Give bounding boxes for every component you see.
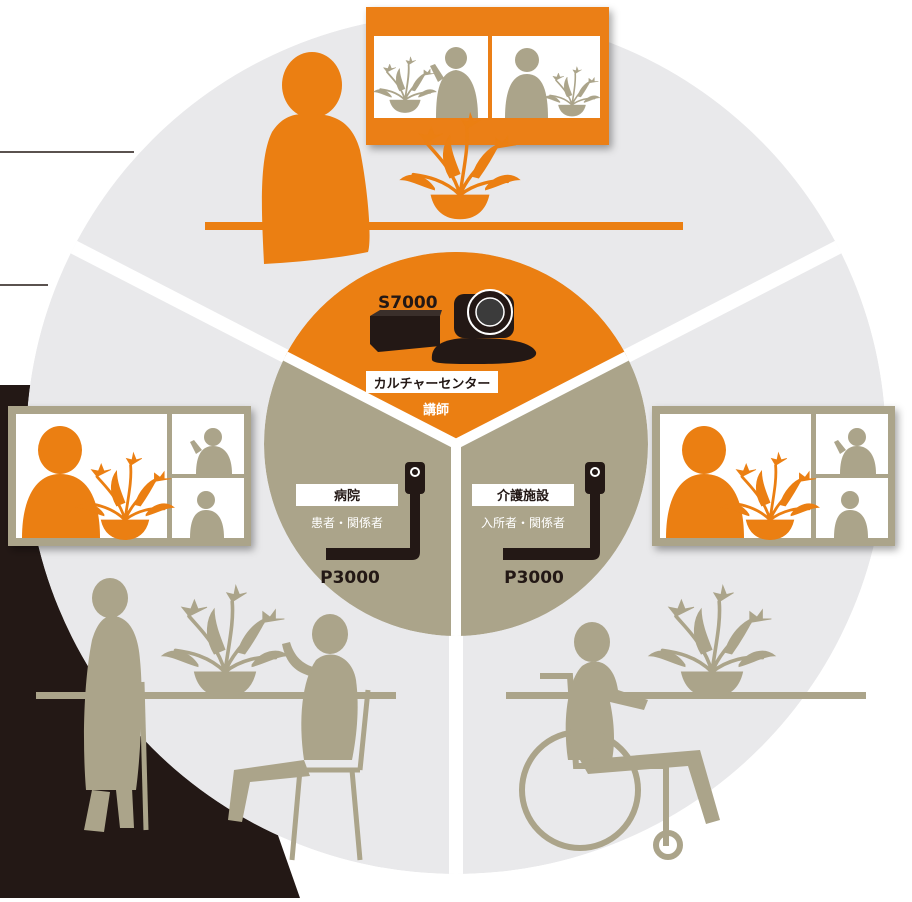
left-screen-thumb-2 xyxy=(190,491,224,538)
hospital-p3000-label: P3000 xyxy=(320,568,380,588)
elderly-with-cane xyxy=(84,578,142,832)
left-screen-thumb-1 xyxy=(190,428,232,474)
culture-center-label: カルチャーセンター xyxy=(374,377,491,392)
top-scene xyxy=(205,7,683,264)
right-screen-main-person xyxy=(666,426,744,538)
hospital-woman-seated xyxy=(228,614,358,822)
chair-icon xyxy=(289,689,371,861)
left-screen-main-person xyxy=(22,426,100,538)
right-desk xyxy=(506,692,866,699)
care-facility-role-label: 入所者・関係者 xyxy=(481,516,565,530)
right-screen-thumb-2 xyxy=(834,491,868,538)
right-scene xyxy=(506,406,895,860)
care-facility-label-box xyxy=(472,484,574,506)
culture-center-label-box xyxy=(366,371,498,393)
top-desk xyxy=(205,222,683,230)
right-screen-thumb-1 xyxy=(834,428,876,474)
s7000-camera-unit-icon xyxy=(370,289,537,364)
care-facility-label: 介護施設 xyxy=(496,488,550,504)
cane-icon xyxy=(139,681,149,831)
top-screen-left-person xyxy=(430,47,478,118)
lecturer-label: 講師 xyxy=(423,402,449,418)
top-screen-right-person xyxy=(505,48,548,118)
hospital-label-box xyxy=(296,484,398,506)
hospital-label: 病院 xyxy=(334,488,360,504)
p3000-camera-stand-icon-right xyxy=(503,462,605,560)
p3000-camera-stand-icon xyxy=(326,462,425,560)
s7000-model-label: S7000 xyxy=(378,293,438,313)
top-screen xyxy=(366,7,609,145)
wheelchair-icon xyxy=(519,673,683,860)
hospital-role-label: 患者・関係者 xyxy=(311,516,383,530)
left-scene xyxy=(8,406,396,861)
inner-circle xyxy=(264,252,648,636)
care-facility-p3000-label: P3000 xyxy=(504,568,564,588)
lecturer-silhouette xyxy=(261,52,370,264)
